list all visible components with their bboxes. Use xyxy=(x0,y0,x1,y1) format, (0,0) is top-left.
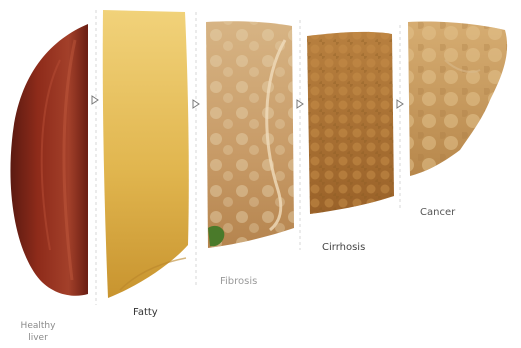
stage-label-fatty: Fatty xyxy=(133,307,158,318)
fatty-liver-segment xyxy=(103,10,189,298)
stage-label-healthy: Healthy liver xyxy=(16,320,60,344)
fibrosis-liver-segment xyxy=(206,21,294,248)
arrow-right-icon xyxy=(193,100,199,108)
stage-label-cirrhosis: Cirrhosis xyxy=(322,242,365,253)
arrow-right-icon xyxy=(397,100,403,108)
cancer-liver-segment xyxy=(408,21,507,176)
stage-label-fibrosis: Fibrosis xyxy=(220,276,257,287)
arrow-right-icon xyxy=(92,96,98,104)
cirrhosis-liver-segment xyxy=(307,32,394,214)
stage-label-cancer: Cancer xyxy=(420,207,455,218)
healthy-liver-segment xyxy=(10,24,88,296)
